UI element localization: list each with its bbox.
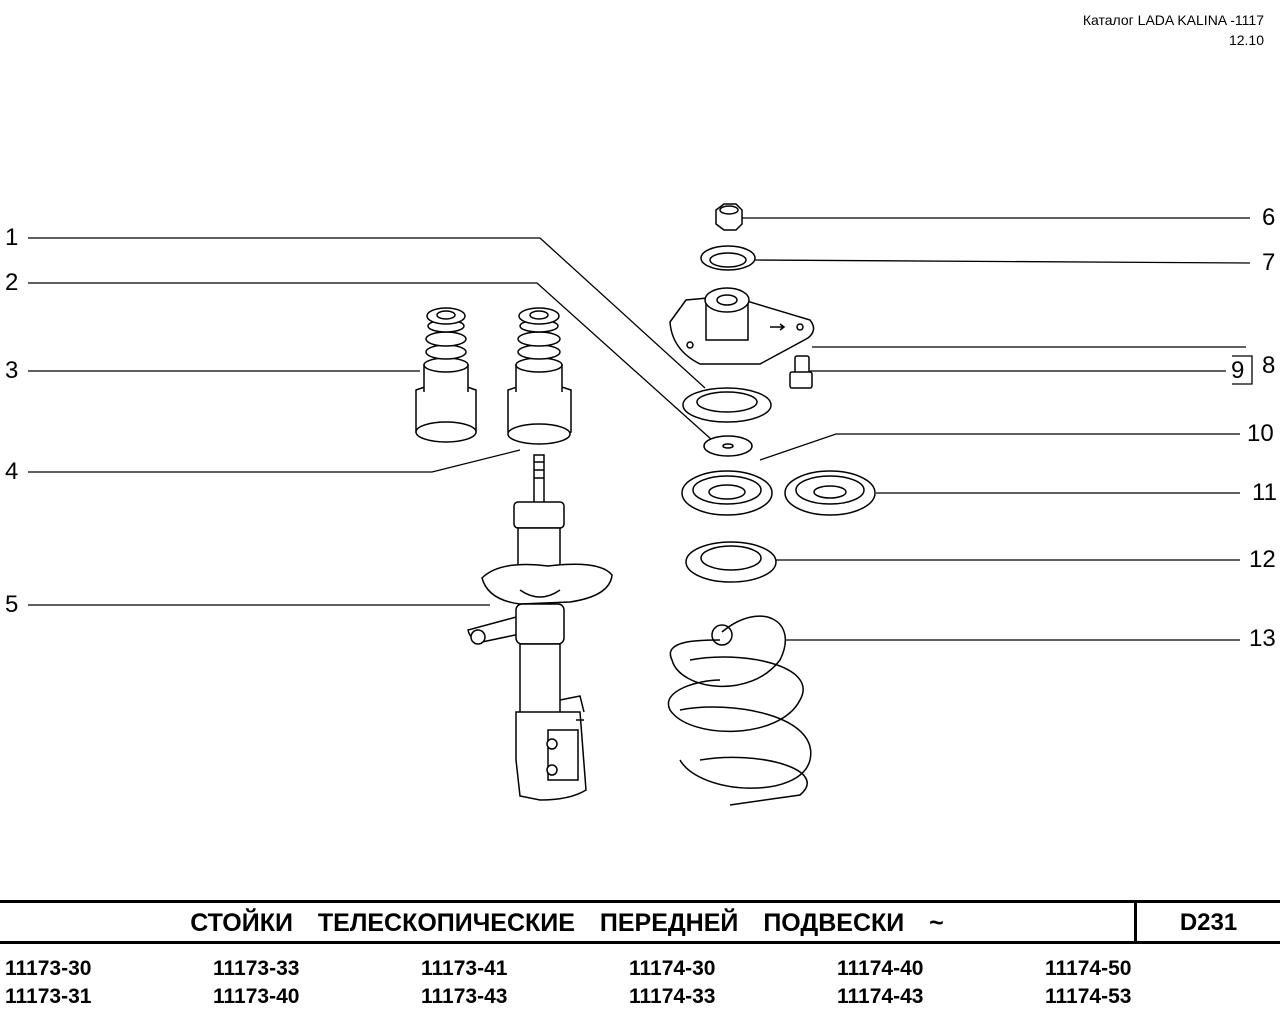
washer-7 [700, 245, 756, 271]
title-bar: СТОЙКИ ТЕЛЕСКОПИЧЕСКИЕ ПЕРЕДНЕЙ ПОДВЕСКИ… [0, 900, 1280, 944]
callout-13: 13 [1249, 625, 1276, 652]
callout-6: 6 [1262, 204, 1276, 231]
callout-2: 2 [5, 269, 19, 296]
section-code: D231 [1179, 909, 1238, 936]
spring-seat-10 [681, 470, 773, 516]
model-code: 11174-43 [837, 985, 924, 1008]
bearing-1 [682, 387, 772, 423]
title-divider [1134, 903, 1137, 941]
model-code: 11174-53 [1045, 985, 1132, 1008]
model-code: 11174-30 [629, 957, 716, 980]
model-code: 11174-50 [1045, 957, 1132, 980]
callout-12: 12 [1249, 546, 1276, 573]
model-code: 11173-31 [5, 985, 92, 1008]
model-code: 11173-43 [421, 985, 508, 1008]
callout-7: 7 [1262, 249, 1276, 276]
nut-6 [715, 203, 743, 231]
section-title: СТОЙКИ ТЕЛЕСКОПИЧЕСКИЕ ПЕРЕДНЕЙ ПОДВЕСКИ… [190, 909, 944, 937]
coil-spring-13 [667, 615, 812, 806]
protective-boot-4 [507, 307, 572, 445]
model-code: 11174-33 [629, 985, 716, 1008]
leader-lines [28, 217, 1253, 641]
model-code: 11173-30 [5, 957, 92, 980]
parts-diagram [28, 203, 1253, 806]
callout-11: 11 [1252, 479, 1277, 506]
spring-seat-11 [784, 470, 876, 516]
upper-support-8 [669, 287, 815, 365]
callout-4: 4 [5, 458, 19, 485]
callout-3: 3 [5, 357, 19, 384]
callout-1: 1 [5, 224, 19, 251]
washer-2 [703, 435, 753, 457]
catalog-header: Каталог LADA KALINA -1117 12.10 [1083, 10, 1264, 50]
callout-9: 9 [1231, 357, 1245, 384]
callout-8: 8 [1262, 352, 1276, 379]
bolt-9 [789, 355, 813, 389]
catalog-date: 12.10 [1228, 32, 1264, 48]
model-code: 11173-40 [213, 985, 300, 1008]
model-code: 11174-40 [837, 957, 924, 980]
strut-5 [467, 454, 613, 801]
model-code: 11173-41 [421, 957, 508, 980]
model-code: 11173-33 [213, 957, 300, 980]
callout-10: 10 [1247, 420, 1274, 447]
protective-boot-3 [415, 307, 477, 443]
callout-5: 5 [5, 591, 19, 618]
insulator-12 [685, 541, 777, 583]
catalog-title: Каталог LADA KALINA -1117 [1082, 12, 1264, 28]
